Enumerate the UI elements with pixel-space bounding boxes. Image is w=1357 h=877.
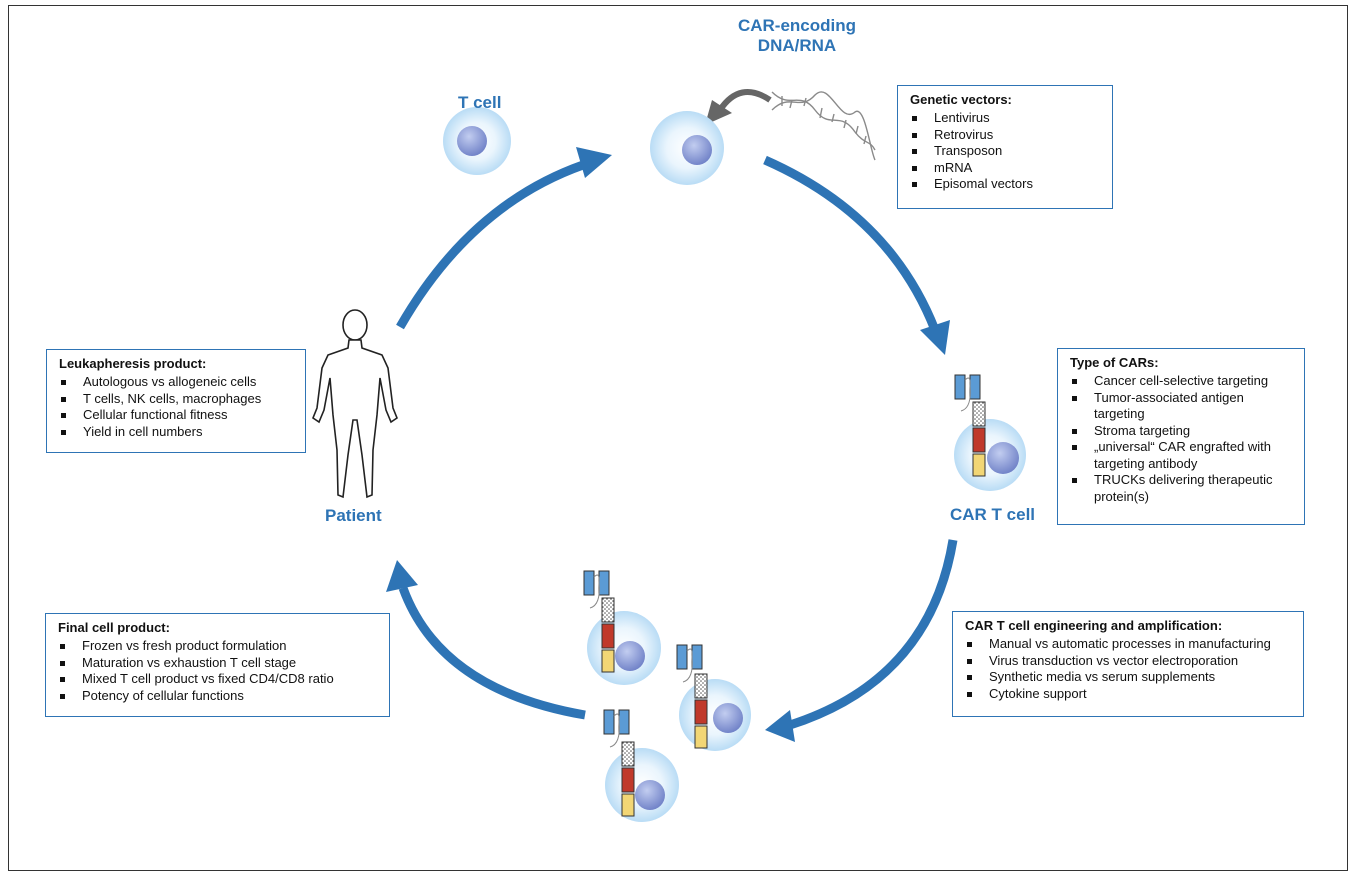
label-car-encoding: CAR-encoding DNA/RNA [732, 16, 862, 56]
arrowhead-3 [765, 710, 795, 742]
list-item: Lentivirus [910, 110, 1102, 127]
list-item: Cancer cell-selective targeting [1070, 373, 1294, 390]
list-item: Tumor-associated antigen targeting [1070, 390, 1294, 423]
box-genetic-vectors-list: Lentivirus Retrovirus Transposon mRNA Ep… [910, 110, 1102, 193]
list-item: „universal“ CAR engrafted with targeting… [1070, 439, 1294, 472]
box-types-of-cars-list: Cancer cell-selective targeting Tumor-as… [1070, 373, 1294, 505]
car-t-cell-main [954, 374, 1026, 491]
arrowhead-2 [920, 320, 950, 355]
car-t-cell-expansion-3 [603, 709, 679, 822]
list-item: mRNA [910, 160, 1102, 177]
label-car-encoding-line1: CAR-encoding [737, 16, 857, 35]
list-item: Transposon [910, 143, 1102, 160]
box-types-of-cars: Type of CARs: Cancer cell-selective targ… [1057, 348, 1305, 525]
box-final-product-title: Final cell product: [58, 620, 170, 635]
list-item: Frozen vs fresh product formulation [58, 638, 379, 655]
box-engineering-title: CAR T cell engineering and amplification… [965, 618, 1223, 633]
list-item: T cells, NK cells, macrophages [59, 391, 295, 408]
list-item: Virus transduction vs vector electropora… [965, 653, 1293, 670]
arrow-cart-to-expansion [788, 539, 958, 730]
box-genetic-vectors: Genetic vectors: Lentivirus Retrovirus T… [897, 85, 1113, 209]
box-leukapheresis: Leukapheresis product: Autologous vs all… [46, 349, 306, 453]
arrowhead-4 [386, 560, 418, 592]
box-final-product: Final cell product: Frozen vs fresh prod… [45, 613, 390, 717]
box-engineering-list: Manual vs automatic processes in manufac… [965, 636, 1293, 702]
list-item: Stroma targeting [1070, 423, 1294, 440]
list-item: Episomal vectors [910, 176, 1102, 193]
car-receptor [954, 374, 986, 477]
arrow-expansion-to-patient [398, 586, 586, 720]
box-final-product-list: Frozen vs fresh product formulation Matu… [58, 638, 379, 704]
car-t-cell-expansion-1 [583, 570, 661, 685]
box-types-of-cars-title: Type of CARs: [1070, 355, 1159, 370]
dna-helix-icon [771, 91, 876, 161]
arrowhead-1 [576, 147, 612, 178]
list-item: Potency of cellular functions [58, 688, 379, 705]
arrow-patient-to-tcell [396, 160, 585, 330]
list-item: Manual vs automatic processes in manufac… [965, 636, 1293, 653]
list-item: Mixed T cell product vs fixed CD4/CD8 ra… [58, 671, 379, 688]
transduction-arrow [705, 89, 772, 125]
box-leukapheresis-list: Autologous vs allogeneic cells T cells, … [59, 374, 295, 440]
label-car-encoding-line2: DNA/RNA [757, 36, 837, 55]
transduced-cell [650, 111, 724, 185]
list-item: Maturation vs exhaustion T cell stage [58, 655, 379, 672]
patient-silhouette-icon [312, 309, 398, 499]
label-car-t-cell: CAR T cell [950, 505, 1036, 524]
list-item: Synthetic media vs serum supplements [965, 669, 1293, 686]
cycle-arrows [396, 155, 958, 730]
arrow-transduction-to-cart [763, 155, 940, 332]
box-leukapheresis-title: Leukapheresis product: [59, 356, 207, 371]
label-patient: Patient [325, 506, 382, 525]
list-item: Retrovirus [910, 127, 1102, 144]
figure-frame [8, 5, 1348, 871]
arrowheads [386, 147, 950, 742]
list-item: Yield in cell numbers [59, 424, 295, 441]
list-item: Cellular functional fitness [59, 407, 295, 424]
t-cell [443, 107, 511, 175]
list-item: Autologous vs allogeneic cells [59, 374, 295, 391]
car-t-cell-expansion-2 [676, 644, 751, 751]
box-genetic-vectors-title: Genetic vectors: [910, 92, 1012, 107]
label-t-cell: T cell [458, 93, 502, 112]
list-item: TRUCKs delivering therapeutic protein(s) [1070, 472, 1294, 505]
list-item: Cytokine support [965, 686, 1293, 703]
box-engineering: CAR T cell engineering and amplification… [952, 611, 1304, 717]
